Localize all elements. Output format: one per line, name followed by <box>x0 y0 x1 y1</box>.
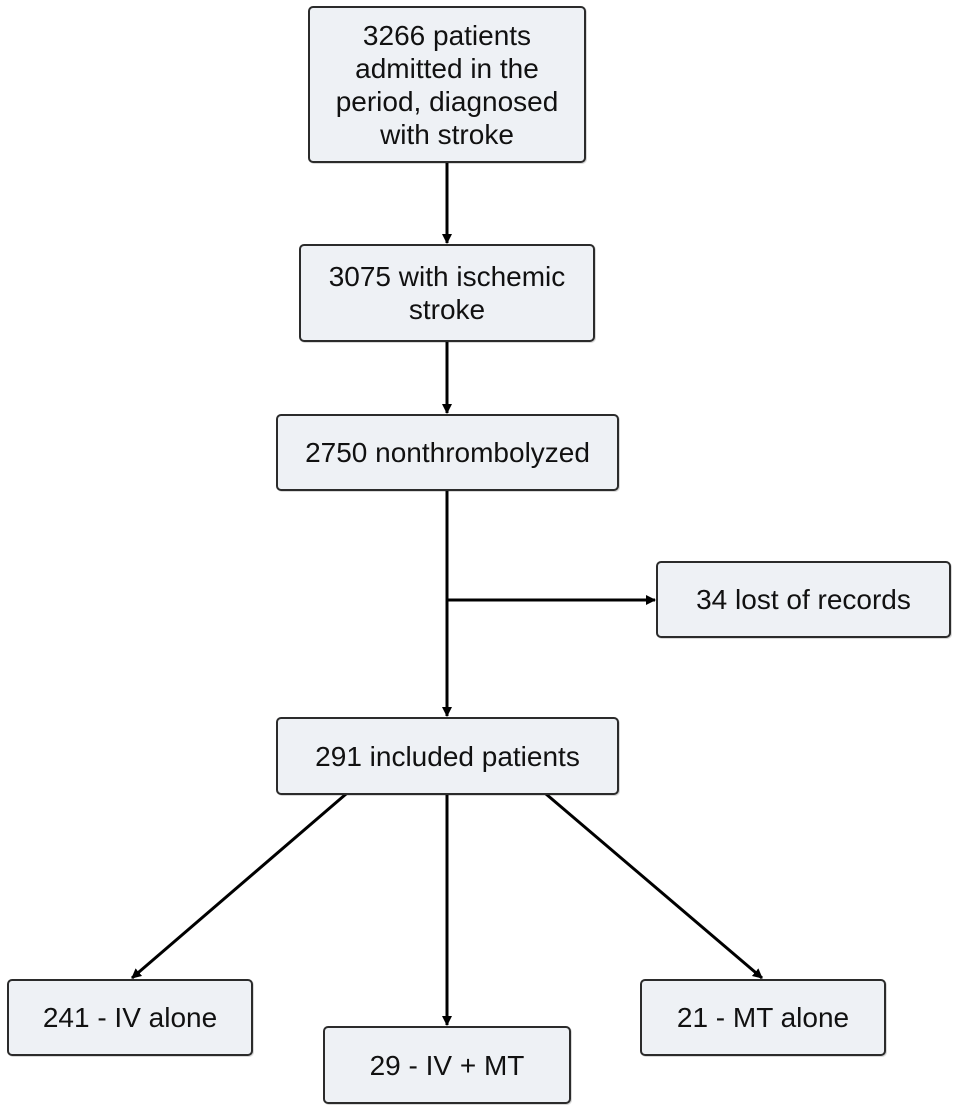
nonthrombolyzed-box: 2750 nonthrombolyzed <box>276 414 619 491</box>
ischemic-stroke-label: 3075 with ischemic stroke <box>328 261 566 325</box>
mt-alone-label: 21 - MT alone <box>676 1002 850 1033</box>
arrow-included-to-mt-alone <box>545 792 763 980</box>
lost-records-label: 34 lost of records <box>696 584 911 615</box>
iv-mt-box: 29 - IV + MT <box>323 1026 571 1104</box>
ischemic-stroke-box: 3075 with ischemic stroke <box>299 244 595 342</box>
nonthrombolyzed-label: 2750 nonthrombolyzed <box>305 437 590 468</box>
iv-alone-label: 241 - IV alone <box>42 1002 218 1033</box>
included-patients-label: 291 included patients <box>315 740 580 772</box>
admitted-patients-label: 3266 patients admitted in the period, di… <box>335 19 559 150</box>
included-patients-box: 291 included patients <box>276 717 619 795</box>
iv-mt-label: 29 - IV + MT <box>369 1049 525 1081</box>
arrow-included-to-iv-alone <box>131 792 347 980</box>
admitted-patients-box: 3266 patients admitted in the period, di… <box>308 6 586 163</box>
mt-alone-box: 21 - MT alone <box>640 979 886 1056</box>
iv-alone-box: 241 - IV alone <box>7 979 253 1056</box>
lost-records-box: 34 lost of records <box>656 561 951 638</box>
